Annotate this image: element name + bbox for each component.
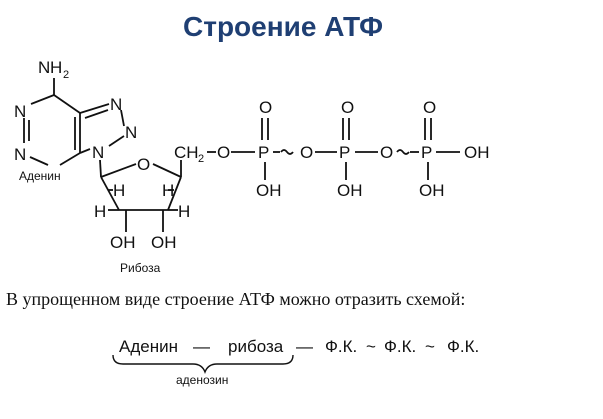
glycosidic-nitrogen: N <box>92 143 104 162</box>
ring-bond <box>152 163 182 178</box>
phosphate-hydroxyl: OH <box>337 181 363 200</box>
ring-bond <box>84 109 109 119</box>
adenine-label: Аденин <box>19 169 61 183</box>
ring-bond <box>100 176 120 211</box>
page-title: Строение АТФ <box>183 11 383 42</box>
ring-nitrogen-4: N <box>125 123 137 142</box>
scheme-tilde: ~ <box>366 337 376 356</box>
phosphorus-3: P <box>421 143 432 162</box>
ring-nitrogen-1: N <box>14 102 26 121</box>
ch2-subscript: 2 <box>198 153 204 165</box>
ring-bond <box>59 152 81 166</box>
amine-subscript: 2 <box>63 69 69 81</box>
ribose-hydrogen: H <box>178 202 190 221</box>
ribose-structure: O CH 2 O H H H H OH OH Рибоза <box>94 143 255 275</box>
scheme-adenine: Аденин <box>119 337 178 356</box>
phosphate-hydroxyl: OH <box>256 181 282 200</box>
ch2-group: CH <box>174 143 199 162</box>
phosphorus-1: P <box>258 143 269 162</box>
scheme-ribose: рибоза <box>228 337 284 356</box>
ring-nitrogen-3: N <box>110 95 122 114</box>
phosphate-oxygen-top: O <box>423 98 436 117</box>
scheme-phosphate-1: Ф.К. <box>325 337 357 356</box>
amine-h: H <box>50 58 62 77</box>
phosphate-chain: P O OH O P O OH O P O OH OH <box>256 98 490 200</box>
adenosine-label: аденозин <box>176 373 228 387</box>
ribose-hydroxyl-right: OH <box>151 233 177 252</box>
phosphorus-2: P <box>339 143 350 162</box>
scheme-phosphate-2: Ф.К. <box>384 337 416 356</box>
simplified-scheme: Аденин — рибоза — Ф.К. ~ Ф.К. ~ Ф.К. аде… <box>112 337 479 387</box>
phosphate-hydroxyl: OH <box>419 181 445 200</box>
ring-bond <box>167 176 182 211</box>
terminal-hydroxyl: OH <box>464 143 490 162</box>
ribose-hydrogen: H <box>162 181 174 200</box>
ring-bond <box>108 135 125 147</box>
adenine-structure: N H 2 N N N N N Аденин <box>14 58 137 183</box>
scheme-dash: — <box>296 337 313 356</box>
description-sentence: В упрощенном виде строение АТФ можно отр… <box>6 289 465 309</box>
ring-bond <box>29 156 49 166</box>
adenosine-brace <box>112 354 294 374</box>
ring-bond <box>79 103 110 114</box>
ring-bond <box>53 94 81 114</box>
ring-nitrogen-2: N <box>14 145 26 164</box>
ribose-hydrogen: H <box>94 202 106 221</box>
phosphate-oxygen-top: O <box>341 98 354 117</box>
ring-bond <box>79 148 91 154</box>
high-energy-bond <box>396 149 410 155</box>
ring-bond <box>120 109 125 127</box>
bridge-oxygen: O <box>380 143 393 162</box>
bridge-oxygen: O <box>300 143 313 162</box>
amine-n: N <box>38 58 50 77</box>
glycosidic-bond <box>99 159 102 178</box>
scheme-tilde: ~ <box>425 337 435 356</box>
ribose-hydroxyl-left: OH <box>110 233 136 252</box>
ribose-hydrogen: H <box>113 181 125 200</box>
ester-oxygen: O <box>217 143 230 162</box>
phosphate-oxygen-top: O <box>259 98 272 117</box>
scheme-phosphate-3: Ф.К. <box>447 337 479 356</box>
scheme-dash: — <box>193 337 210 356</box>
ring-bond <box>100 163 137 178</box>
high-energy-bond <box>280 149 294 155</box>
ribose-label: Рибоза <box>120 261 161 275</box>
ring-bond <box>30 94 55 105</box>
ribose-oxygen: O <box>137 155 150 174</box>
